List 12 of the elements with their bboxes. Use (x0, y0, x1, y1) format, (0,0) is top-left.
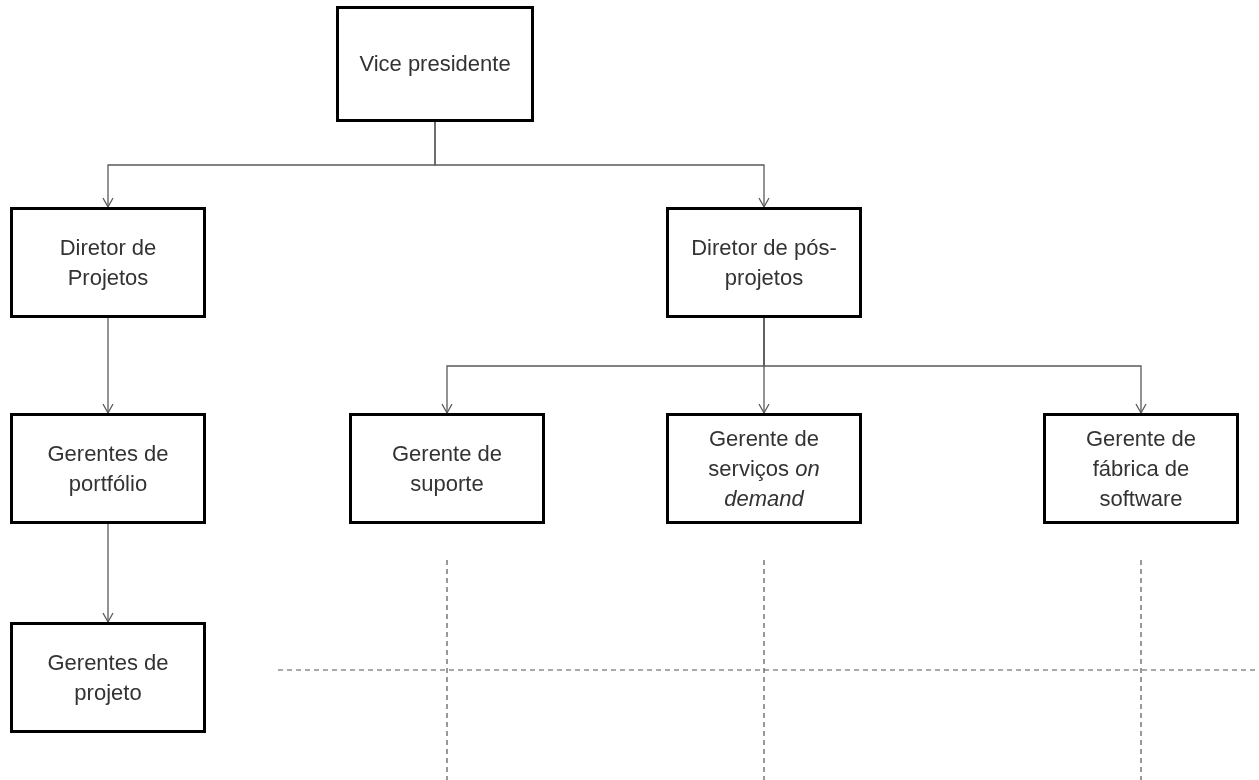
role-box: Vice presidente (336, 6, 534, 122)
arrow (102, 317, 114, 414)
role-box: Gerente de fábrica de software (1043, 413, 1239, 524)
role-box: Diretor de pós-projetos (666, 207, 862, 318)
role-box: Gerentes de portfólio (10, 413, 206, 524)
arrow (763, 317, 1147, 414)
role-box: Gerente de suporte (349, 413, 545, 524)
arrow (102, 523, 114, 623)
role-box: Diretor de Projetos (10, 207, 206, 318)
arrow (434, 121, 770, 208)
role-box: Gerente de serviços on demand (666, 413, 862, 524)
role-box: Gerentes de projeto (10, 622, 206, 733)
